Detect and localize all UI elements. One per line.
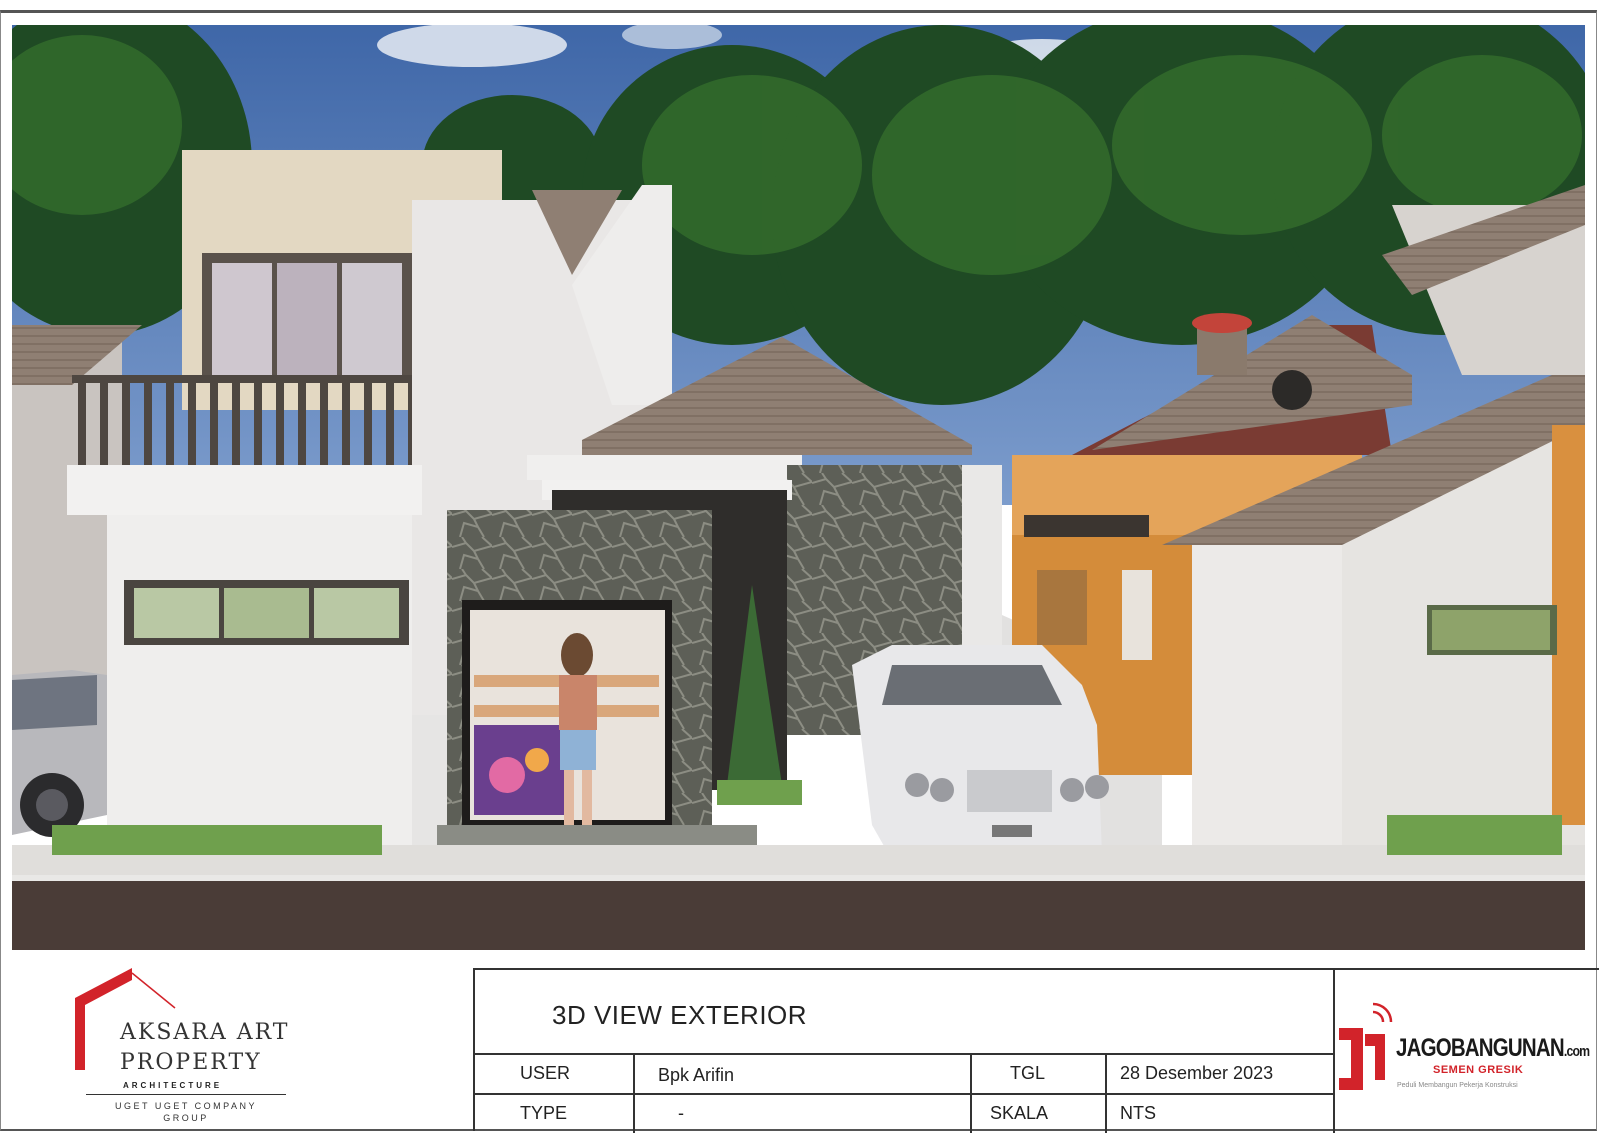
scale-label: SKALA bbox=[990, 1103, 1049, 1123]
brand-suffix: .com bbox=[1563, 1043, 1590, 1060]
logo-group-line2: GROUP bbox=[163, 1113, 209, 1123]
logo-divider bbox=[86, 1094, 286, 1095]
brand-name: JAGOBANGUNAN.com bbox=[1396, 1034, 1590, 1063]
sheet-border bbox=[0, 10, 1597, 1131]
type-label: TYPE bbox=[520, 1103, 568, 1123]
brand-main: JAGOBANGUNAN bbox=[1396, 1034, 1565, 1062]
user-value: Bpk Arifin bbox=[658, 1065, 735, 1085]
logo-name-line2: PROPERTY bbox=[120, 1050, 262, 1075]
col-divider-2 bbox=[970, 1053, 972, 1133]
logo-subtitle: ARCHITECTURE bbox=[123, 1081, 223, 1090]
col-divider-1 bbox=[633, 1053, 635, 1133]
title-block: 3D VIEW EXTERIOR USER Bpk Arifin TGL 28 … bbox=[473, 968, 1599, 1133]
type-value: - bbox=[678, 1103, 684, 1123]
scale-value: NTS bbox=[1120, 1103, 1156, 1123]
jagobangunan-mark-icon bbox=[1339, 1002, 1393, 1090]
drawing-title: 3D VIEW EXTERIOR bbox=[552, 1000, 808, 1030]
user-label: USER bbox=[520, 1063, 571, 1083]
logo-name-line1: AKSARA ART bbox=[120, 1020, 290, 1045]
date-value: 28 Desember 2023 bbox=[1120, 1063, 1274, 1083]
date-label: TGL bbox=[1010, 1063, 1046, 1083]
col-divider-logo bbox=[1333, 970, 1335, 1133]
house-outline-icon bbox=[75, 968, 176, 1070]
brand-tagline: Peduli Membangun Pekerja Konstruksi bbox=[1397, 1082, 1518, 1089]
col-divider-3 bbox=[1105, 1053, 1107, 1133]
logo-group: UGET UGET COMPANY GROUP bbox=[86, 1100, 286, 1124]
brand-sub: SEMEN GRESIK bbox=[1433, 1064, 1524, 1076]
jagobangunan-logo: JAGOBANGUNAN.com SEMEN GRESIK Peduli Mem… bbox=[1335, 1000, 1595, 1110]
row-divider bbox=[475, 1093, 1335, 1095]
exterior-render-image bbox=[12, 25, 1585, 950]
title-divider bbox=[475, 1053, 1335, 1055]
logo-group-line1: UGET UGET COMPANY bbox=[114, 1101, 257, 1111]
aksara-art-property-logo: AKSARA ART PROPERTY ARCHITECTURE UGET UG… bbox=[70, 968, 300, 1128]
